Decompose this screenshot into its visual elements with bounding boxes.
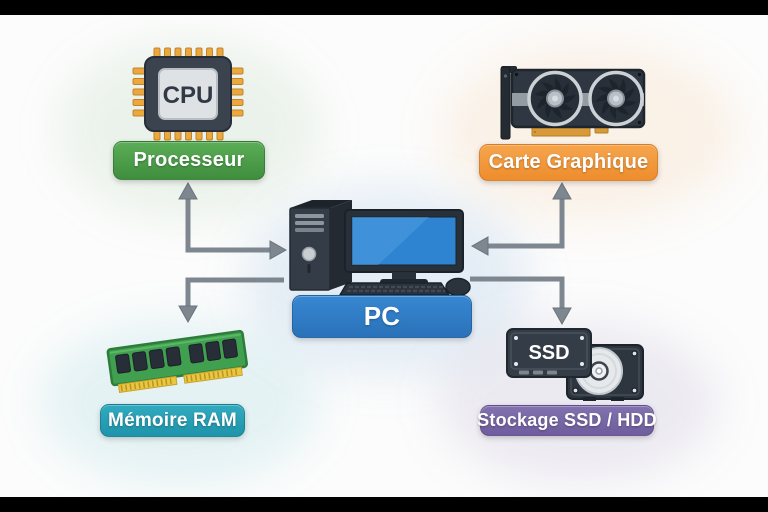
label-pc: PC: [292, 295, 472, 338]
desktop-computer-icon: [289, 200, 471, 297]
label-pc-text: PC: [363, 301, 401, 331]
graphics-card-icon: [500, 66, 646, 140]
pc-monitor: [344, 209, 464, 286]
ssd-icon-text: SSD: [528, 342, 569, 364]
arrow-pc-storage: [470, 276, 572, 326]
label-carte-graphique-text: Carte Graphique: [488, 151, 649, 173]
arrow-pc-gpu: [470, 181, 572, 256]
cpu-chip-icon: CPU: [132, 47, 244, 141]
cpu-icon-text: CPU: [163, 82, 214, 109]
pc-tower: [289, 200, 352, 291]
arrow-pc-ram: [178, 277, 284, 324]
ssd-hdd-icon: SSD: [506, 328, 644, 401]
label-stockage-ssd-hdd-text: Stockage SSD / HDD: [477, 410, 657, 430]
letterbox-top: [0, 0, 768, 15]
gpu-fan-right: [588, 70, 644, 127]
label-stockage-ssd-hdd: Stockage SSD / HDD: [477, 405, 657, 436]
ram-chips: [115, 338, 238, 374]
label-memoire-ram-text: Mémoire RAM: [108, 409, 237, 431]
pc-mouse: [445, 277, 471, 297]
arrow-pc-processor: [178, 181, 288, 260]
label-processeur-text: Processeur: [133, 149, 245, 171]
ssd-drive: SSD: [506, 328, 592, 378]
label-carte-graphique: Carte Graphique: [479, 144, 658, 181]
label-processeur: Processeur: [113, 141, 265, 180]
label-memoire-ram: Mémoire RAM: [100, 404, 245, 437]
letterbox-bottom: [0, 497, 768, 512]
pc-keyboard: [338, 282, 451, 296]
ram-stick-icon: [106, 329, 249, 393]
gpu-fan-left: [527, 70, 583, 127]
